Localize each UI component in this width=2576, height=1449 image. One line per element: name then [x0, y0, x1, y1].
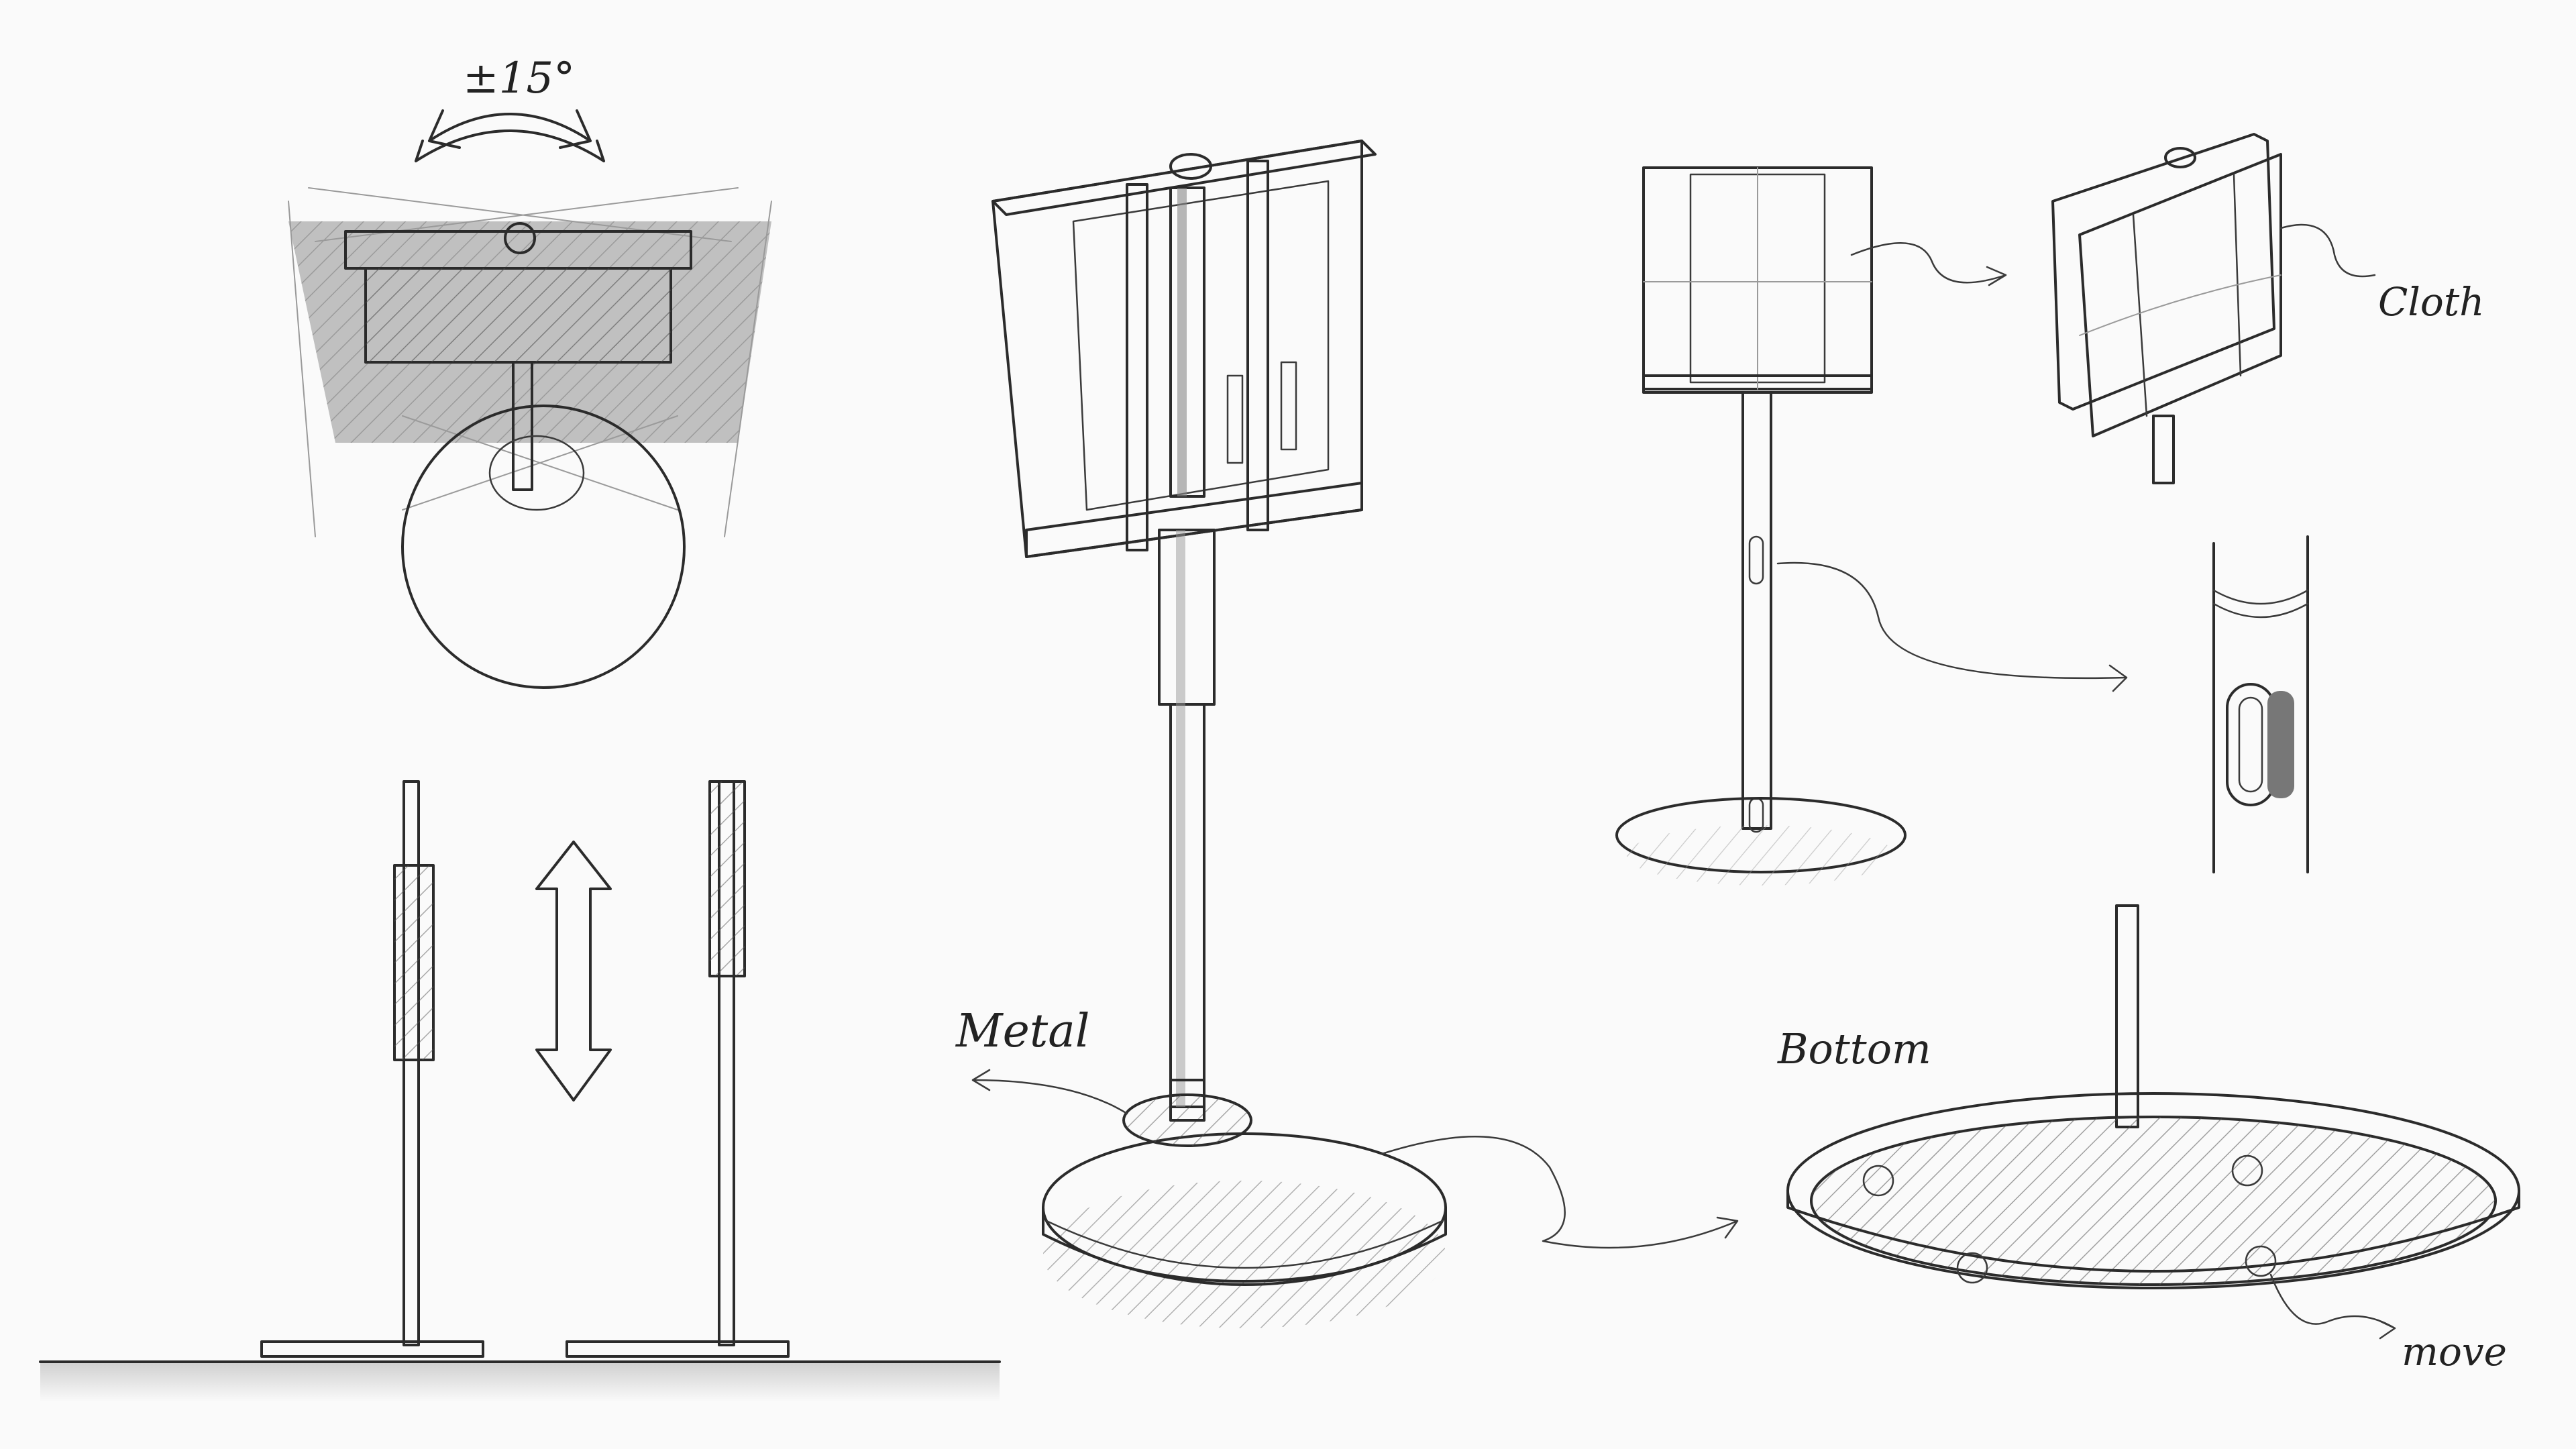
label-move: move: [2402, 1329, 2507, 1375]
label-metal: Metal: [955, 1005, 1089, 1058]
handle-detail-sketch: [2212, 535, 2309, 873]
main-stand-sketch: [991, 140, 1447, 1328]
leader-arrow-icon: [1850, 241, 2007, 286]
floor: [40, 1362, 1000, 1402]
label-tilt-angle: ±15°: [463, 54, 575, 103]
up-down-arrow-icon: [535, 841, 612, 1102]
label-bottom: Bottom: [1777, 1024, 1931, 1073]
tilt-view-sketch: [288, 109, 772, 689]
rotate-arrow-icon: [415, 109, 605, 162]
label-cloth: Cloth: [2378, 279, 2485, 325]
leader-arrow-icon: [971, 1069, 1128, 1115]
bottom-view-sketch: [1786, 904, 2520, 1289]
leader-arrow-icon: [1776, 561, 2128, 692]
small-stand-sketch: [1615, 166, 1907, 885]
leader-arrow-icon: [1381, 1136, 1739, 1249]
leader-arrow-icon: [2269, 1273, 2396, 1340]
cloth-frame-sketch: [2051, 133, 2282, 484]
height-adjust-sketch: [39, 780, 1001, 1402]
